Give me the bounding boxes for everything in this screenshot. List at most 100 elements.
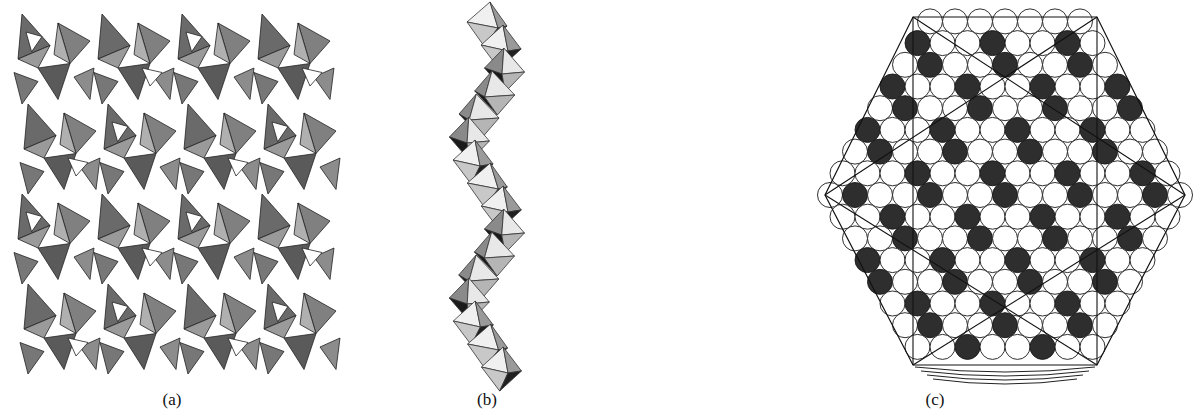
atom-sphere <box>1030 161 1055 186</box>
atom-sphere <box>955 204 980 229</box>
tetrahedron-face <box>254 73 278 105</box>
atom-sphere <box>1080 204 1105 229</box>
atom-sphere <box>1105 291 1130 316</box>
atom-sphere <box>1018 183 1043 208</box>
layer-rim <box>915 367 1095 372</box>
facet-line <box>1096 17 1097 365</box>
atom-sphere <box>993 9 1018 34</box>
atom-sphere <box>1068 313 1093 338</box>
octahedron-face <box>503 186 521 212</box>
atom-sphere <box>1068 226 1093 251</box>
tetrahedron-face <box>320 338 340 370</box>
facet-line <box>912 17 913 365</box>
tetrahedron-face <box>302 68 322 86</box>
tetrahedron-face <box>198 244 230 280</box>
tetrahedron-face <box>186 212 202 232</box>
atom-sphere <box>1055 291 1080 316</box>
tetrahedron-face <box>142 68 162 86</box>
atom-sphere <box>980 248 1005 273</box>
tetrahedron-face <box>24 316 56 339</box>
atom-sphere <box>1105 117 1130 142</box>
tetrahedron-face <box>124 334 156 370</box>
atom-sphere <box>980 74 1005 99</box>
atom-sphere <box>880 291 905 316</box>
atom-sphere <box>843 226 868 251</box>
atom-sphere <box>918 269 943 294</box>
atom-sphere <box>955 334 980 359</box>
octahedra-helix <box>449 2 524 391</box>
atom-sphere <box>993 183 1018 208</box>
tetrahedron-face <box>14 253 38 285</box>
atom-sphere <box>1068 9 1093 34</box>
atom-sphere <box>1118 139 1143 164</box>
atom-sphere <box>855 117 880 142</box>
atom-sphere <box>1030 334 1055 359</box>
tetrahedron-face <box>94 253 118 285</box>
atom-sphere <box>955 291 980 316</box>
atom-sphere <box>918 9 943 34</box>
atom-sphere <box>905 31 930 56</box>
atom-sphere <box>905 161 930 186</box>
tetrahedron-face <box>20 343 44 375</box>
atom-sphere <box>830 161 855 186</box>
atom-sphere <box>968 183 993 208</box>
layer-rim <box>927 375 1083 380</box>
tetrahedron-face <box>38 64 70 100</box>
tetrahedron-face <box>24 136 56 159</box>
atom-sphere <box>905 248 930 273</box>
atom-sphere <box>868 96 893 121</box>
tetrahedron-face <box>228 158 248 176</box>
tetrahedron-face <box>20 163 44 195</box>
atom-sphere <box>868 269 893 294</box>
atom-sphere <box>918 183 943 208</box>
atom-sphere <box>1080 248 1105 273</box>
tetrahedron-face <box>140 293 156 334</box>
tetrahedron-face <box>112 302 128 322</box>
atom-sphere <box>1043 9 1068 34</box>
octahedron-face <box>467 117 489 143</box>
octahedron-face <box>500 371 522 391</box>
tetrahedron-face <box>260 343 284 375</box>
atom-sphere <box>955 161 980 186</box>
atom-sphere <box>993 269 1018 294</box>
tetrahedron-face <box>174 253 198 285</box>
atom-sphere <box>1055 161 1080 186</box>
tetrahedron-face <box>100 343 124 375</box>
tetrahedron-face <box>54 23 70 64</box>
atom-sphere <box>1130 117 1155 142</box>
atom-sphere <box>830 204 855 229</box>
tetrahedron-face <box>234 248 254 280</box>
panel-label: (a) <box>163 390 182 410</box>
tetrahedron-face <box>14 73 38 105</box>
atom-sphere <box>1093 226 1118 251</box>
panel-label: (c) <box>926 390 945 410</box>
atom-sphere <box>930 117 955 142</box>
tetrahedron-face <box>100 163 124 195</box>
octahedron-face <box>490 163 507 189</box>
framework-illustration <box>14 14 340 374</box>
atom-sphere <box>843 183 868 208</box>
tetrahedron-face <box>258 226 290 249</box>
tetrahedron-face <box>160 338 180 370</box>
atom-sphere <box>980 117 1005 142</box>
layer-rim <box>933 379 1077 384</box>
atom-sphere <box>993 96 1018 121</box>
tetrahedron-face <box>68 158 88 176</box>
atom-sphere <box>1018 9 1043 34</box>
atom-sphere <box>1043 313 1068 338</box>
atom-sphere <box>980 161 1005 186</box>
octahedron-face <box>502 209 525 235</box>
atom-sphere <box>980 334 1005 359</box>
atom-sphere <box>955 74 980 99</box>
atom-sphere <box>943 9 968 34</box>
atom-sphere <box>968 139 993 164</box>
tetrahedron-face <box>134 203 150 244</box>
atom-sphere <box>880 117 905 142</box>
atom-sphere <box>880 204 905 229</box>
tetrahedron-face <box>260 163 284 195</box>
tetrahedron-face <box>228 338 248 356</box>
atom-sphere <box>1005 31 1030 56</box>
tetrahedron-face <box>38 244 70 280</box>
atom-sphere <box>1068 52 1093 77</box>
tetrahedron-face <box>60 113 76 154</box>
